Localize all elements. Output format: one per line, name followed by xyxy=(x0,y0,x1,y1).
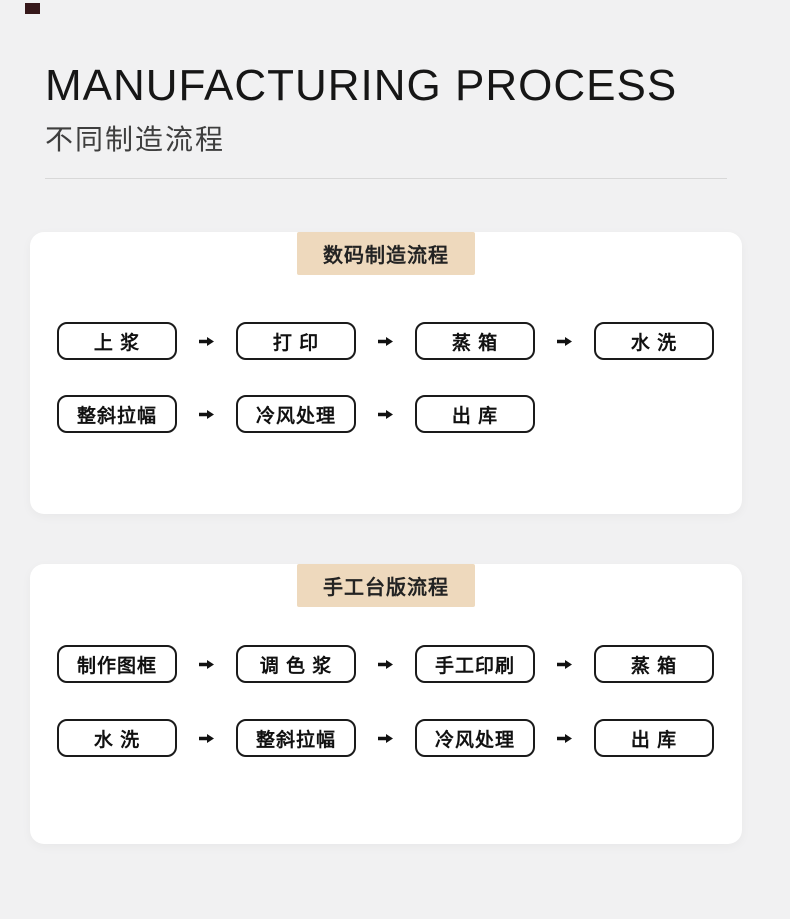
flow-step: 水 洗 xyxy=(594,322,714,360)
arrow-cell xyxy=(177,336,236,347)
page-subtitle: 不同制造流程 xyxy=(45,124,226,155)
arrow-right-icon xyxy=(199,336,214,346)
flow-row: 制作图框 调 色 浆 手工印刷 蒸 箱 xyxy=(57,645,715,683)
arrow-right-icon xyxy=(199,409,214,419)
card-header-badge: 数码制造流程 xyxy=(297,232,475,275)
flow-step: 出 库 xyxy=(594,719,714,757)
arrow-right-icon xyxy=(378,409,393,419)
flow-step: 上 浆 xyxy=(57,322,177,360)
flow-step: 冷风处理 xyxy=(236,395,356,433)
flow-step: 冷风处理 xyxy=(415,719,535,757)
flow-step: 蒸 箱 xyxy=(415,322,535,360)
flow-row: 水 洗 整斜拉幅 冷风处理 出 库 xyxy=(57,719,715,757)
arrow-cell xyxy=(535,659,594,670)
arrow-cell xyxy=(356,659,415,670)
flow-step: 整斜拉幅 xyxy=(236,719,356,757)
manual-process-card: 手工台版流程 制作图框 调 色 浆 手工印刷 蒸 箱 水 洗 整斜拉幅 冷风处理… xyxy=(30,564,742,844)
arrow-cell xyxy=(535,336,594,347)
arrow-cell xyxy=(535,733,594,744)
arrow-right-icon xyxy=(378,659,393,669)
page-title: MANUFACTURING PROCESS xyxy=(45,61,678,110)
arrow-cell xyxy=(356,409,415,420)
page-header: MANUFACTURING PROCESS 不同制造流程 xyxy=(0,0,790,179)
digital-process-card: 数码制造流程 上 浆 打 印 蒸 箱 水 洗 整斜拉幅 冷风处理 出 库 xyxy=(30,232,742,514)
arrow-cell xyxy=(177,659,236,670)
header-divider xyxy=(45,178,727,179)
arrow-cell xyxy=(356,336,415,347)
arrow-cell xyxy=(177,409,236,420)
arrow-right-icon xyxy=(199,733,214,743)
flow-row: 整斜拉幅 冷风处理 出 库 xyxy=(57,395,715,433)
arrow-cell xyxy=(177,733,236,744)
arrow-right-icon xyxy=(557,659,572,669)
flow-step: 手工印刷 xyxy=(415,645,535,683)
arrow-cell xyxy=(356,733,415,744)
arrow-right-icon xyxy=(557,733,572,743)
flow-step: 打 印 xyxy=(236,322,356,360)
arrow-right-icon xyxy=(557,336,572,346)
flow-step: 制作图框 xyxy=(57,645,177,683)
arrow-right-icon xyxy=(199,659,214,669)
flow-step: 调 色 浆 xyxy=(236,645,356,683)
flow-row: 上 浆 打 印 蒸 箱 水 洗 xyxy=(57,322,715,360)
flow-step: 整斜拉幅 xyxy=(57,395,177,433)
flow-step: 蒸 箱 xyxy=(594,645,714,683)
flow-step: 出 库 xyxy=(415,395,535,433)
card-header-badge: 手工台版流程 xyxy=(297,564,475,607)
arrow-right-icon xyxy=(378,336,393,346)
corner-mark xyxy=(25,3,40,14)
arrow-right-icon xyxy=(378,733,393,743)
flow-step: 水 洗 xyxy=(57,719,177,757)
